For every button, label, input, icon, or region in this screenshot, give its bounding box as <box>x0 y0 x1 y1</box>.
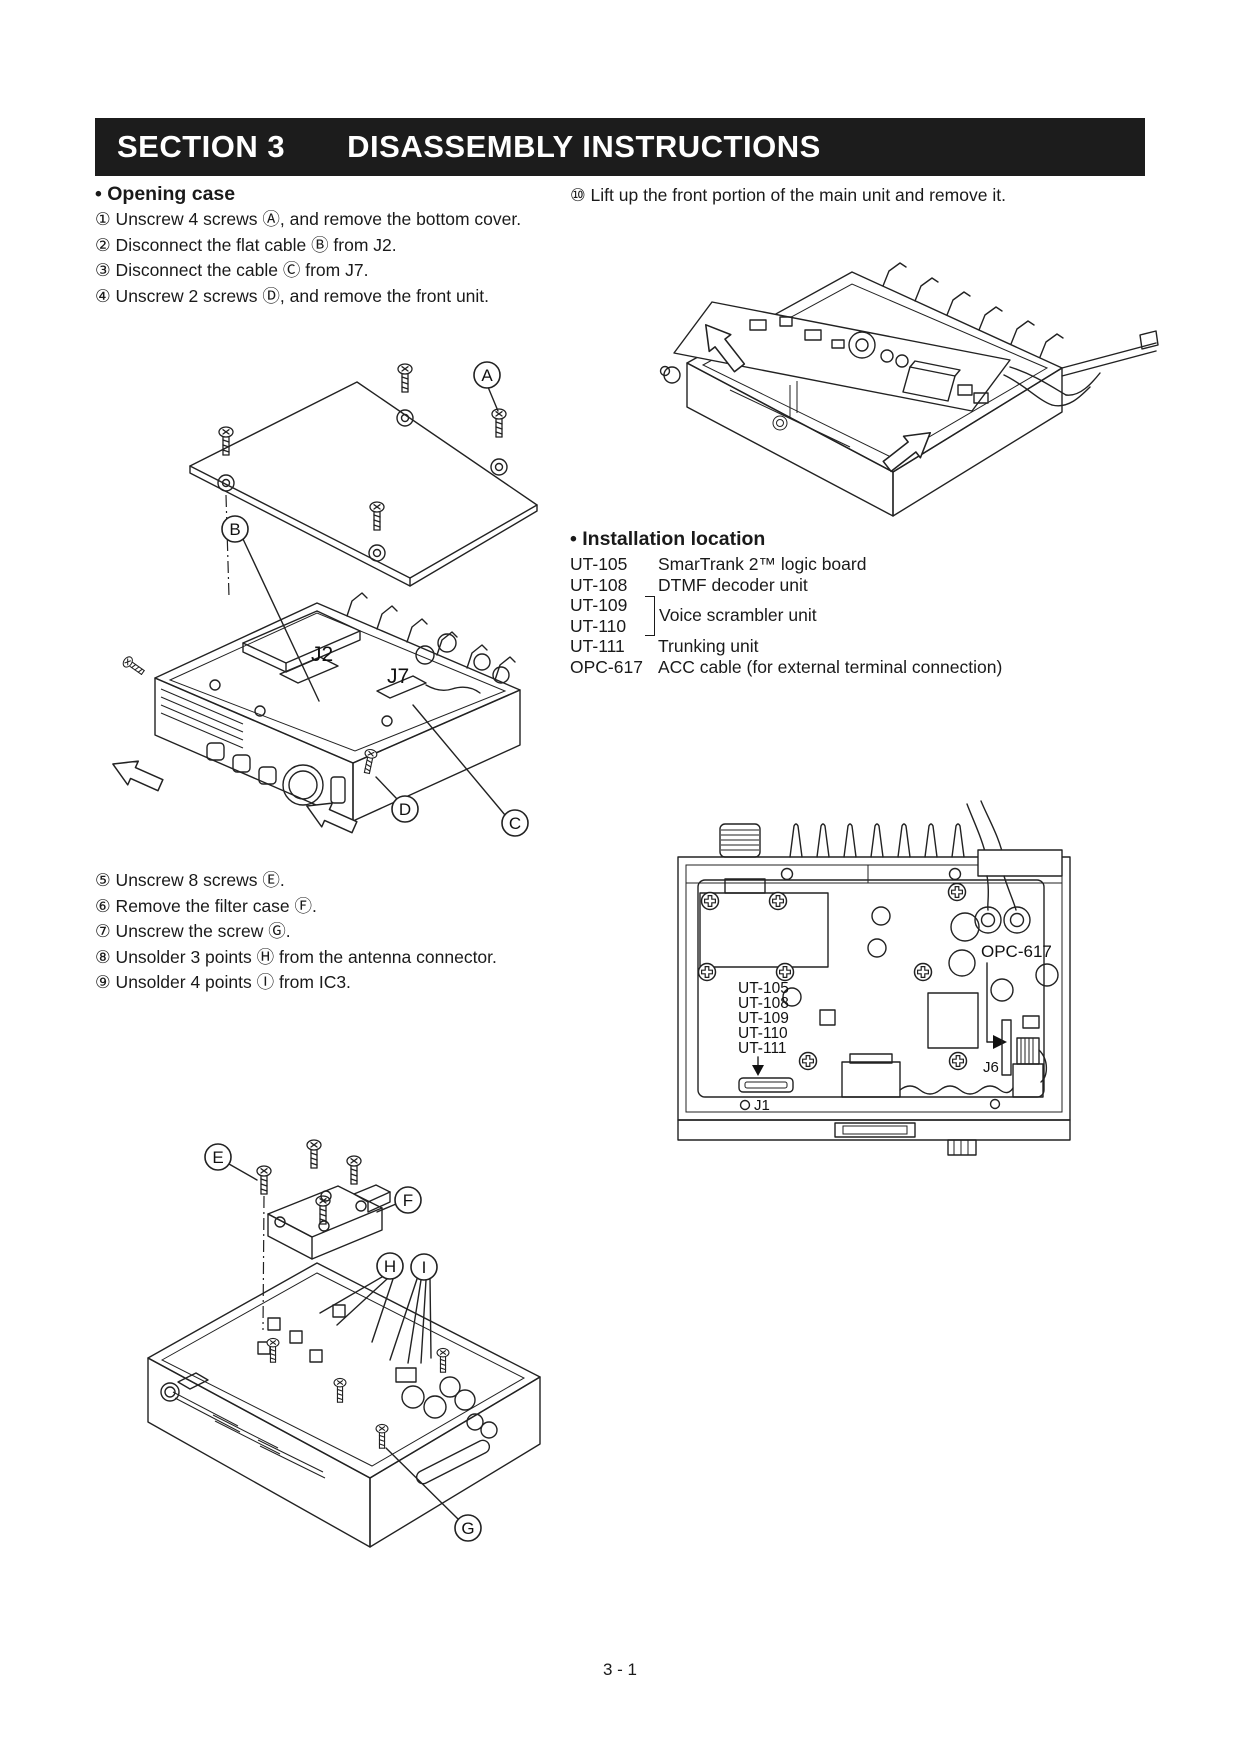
unit-code: UT-105 <box>570 554 628 574</box>
diagram-filter-case-removal: E F H I <box>147 1139 541 1548</box>
callout-A: A <box>473 361 501 389</box>
callout-G: G <box>454 1514 482 1542</box>
opening-case-steps: ① Unscrew 4 screws Ⓐ, and remove the bot… <box>95 207 521 309</box>
svg-text:UT-111: UT-111 <box>738 1040 787 1057</box>
svg-text:UT-108: UT-108 <box>738 995 789 1012</box>
filter-case-steps: ⑤ Unscrew 8 screws Ⓔ. ⑥ Remove the filte… <box>95 868 497 996</box>
svg-text:C: C <box>509 814 521 833</box>
svg-text:UT-110: UT-110 <box>738 1025 788 1042</box>
diagram-bottom-cover-removal: A J2 J7 <box>106 361 538 840</box>
install-row-ut108: UT-108 DTMF decoder unit <box>570 575 1160 596</box>
svg-text:I: I <box>422 1258 427 1277</box>
svg-text:H: H <box>384 1257 396 1276</box>
unit-desc: Trunking unit <box>658 636 759 656</box>
unit-desc: DTMF decoder unit <box>658 574 808 595</box>
step-2: ② Disconnect the flat cable Ⓑ from J2. <box>95 234 397 255</box>
callout-F: F <box>394 1186 422 1214</box>
section-title-bar: SECTION 3 DISASSEMBLY INSTRUCTIONS <box>95 118 1145 176</box>
svg-text:B: B <box>229 520 240 539</box>
label-j2: J2 <box>311 643 333 666</box>
svg-text:UT-109: UT-109 <box>738 1010 789 1027</box>
unit-code: OPC-617 <box>570 656 643 677</box>
diagram-installation-location: OPC-617 J6 UT-105 UT-108 UT-109 UT-110 U… <box>677 800 1071 1156</box>
section-number: SECTION 3 <box>117 129 286 164</box>
svg-text:A: A <box>481 366 493 385</box>
svg-text:D: D <box>399 800 411 819</box>
installation-location-heading: • Installation location <box>570 528 766 550</box>
installation-location-list: UT-105 SmarTrank 2™ logic board UT-108 D… <box>570 554 1160 677</box>
callout-C: C <box>501 809 529 837</box>
install-row-ut111: UT-111 Trunking unit <box>570 636 1160 657</box>
install-row-voice-scrambler: UT-109 UT-110 Voice scrambler unit <box>570 595 1160 636</box>
svg-text:UT-105: UT-105 <box>738 980 789 997</box>
step-4: ④ Unscrew 2 screws Ⓓ, and remove the fro… <box>95 285 490 306</box>
page-title: DISASSEMBLY INSTRUCTIONS <box>347 129 821 164</box>
step-9: ⑨ Unsolder 4 points Ⓘ from IC3. <box>95 972 351 993</box>
page-number: 3 - 1 <box>602 1660 638 1679</box>
callout-I: I <box>410 1253 438 1281</box>
unit-desc: Voice scrambler unit <box>659 605 817 625</box>
step-3: ③ Disconnect the cable Ⓒ from J7. <box>95 260 369 281</box>
label-j7: J7 <box>387 665 409 688</box>
svg-text:F: F <box>403 1191 413 1210</box>
callout-B: B <box>221 515 249 543</box>
step-7: ⑦ Unscrew the screw Ⓖ. <box>95 921 291 942</box>
opening-case-heading: • Opening case <box>95 183 236 205</box>
unit-desc: SmarTrank 2™ logic board <box>658 554 867 574</box>
ut-unit-stack: UT-105 UT-108 UT-109 UT-110 UT-111 <box>738 980 789 1057</box>
callout-D: D <box>391 795 419 823</box>
callout-H: H <box>376 1252 404 1280</box>
unit-desc: ACC cable (for external terminal connect… <box>658 656 1003 677</box>
step-10: ⑩ Lift up the front portion of the main … <box>570 185 1006 205</box>
svg-text:G: G <box>461 1519 474 1538</box>
step-8: ⑧ Unsolder 3 points Ⓗ from the antenna c… <box>95 946 497 967</box>
step-5: ⑤ Unscrew 8 screws Ⓔ. <box>95 870 285 890</box>
callout-E: E <box>204 1143 232 1171</box>
label-j6: J6 <box>983 1059 999 1076</box>
step-1: ① Unscrew 4 screws Ⓐ, and remove the bot… <box>95 209 522 229</box>
label-opc617: OPC-617 <box>981 942 1052 961</box>
unit-code: UT-108 <box>570 574 628 595</box>
unit-code: UT-111 <box>570 636 625 656</box>
unit-code: UT-110 <box>570 615 627 636</box>
unit-code: UT-109 <box>570 595 628 615</box>
svg-text:E: E <box>212 1148 223 1167</box>
install-row-ut105: UT-105 SmarTrank 2™ logic board <box>570 554 1160 575</box>
label-j1: J1 <box>754 1097 770 1114</box>
diagram-lift-main-unit <box>659 262 1159 517</box>
install-row-opc617: OPC-617 ACC cable (for external terminal… <box>570 657 1160 678</box>
group-bracket <box>645 595 655 636</box>
step-6: ⑥ Remove the filter case Ⓕ. <box>95 895 317 916</box>
